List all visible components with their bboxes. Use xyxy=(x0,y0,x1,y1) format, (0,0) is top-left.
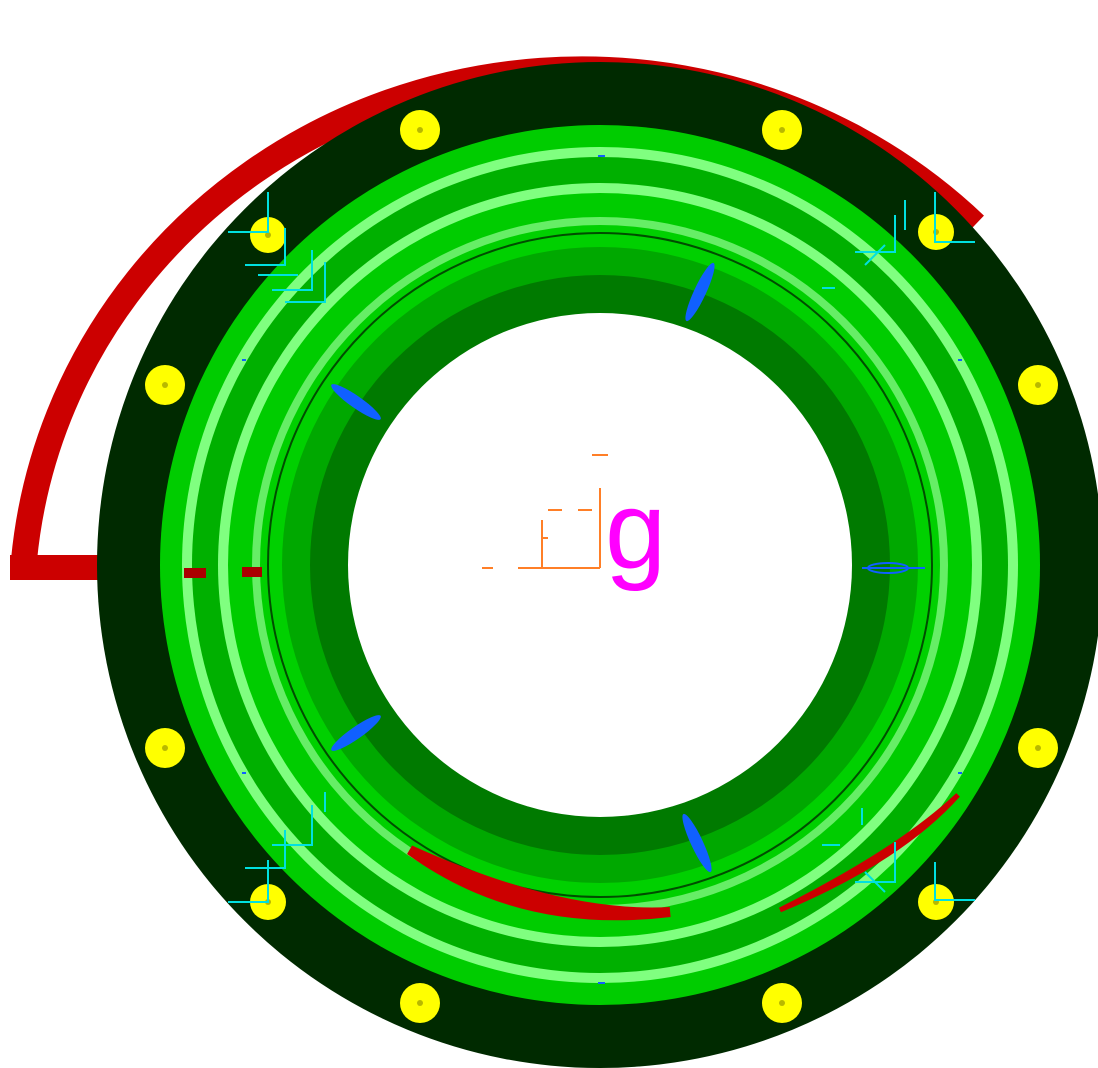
cyan-marker-top-left xyxy=(228,192,326,303)
bolt-group xyxy=(145,110,1058,1023)
blue-marker-upper-left xyxy=(331,384,381,420)
bolt xyxy=(250,217,286,253)
blue-marker-lower-left xyxy=(331,715,381,751)
red-marker-left-2 xyxy=(242,567,262,577)
red-seal-crescent-bottom xyxy=(407,845,671,921)
blue-marker-right xyxy=(862,562,925,574)
diagram-label: g xyxy=(605,469,666,592)
thin-dark-ring xyxy=(267,232,933,898)
blue-marker-bottom xyxy=(682,813,712,873)
bolt xyxy=(762,110,802,150)
cyan-marker-bottom-left xyxy=(228,792,326,903)
bolt xyxy=(145,365,185,405)
cyan-marker-bottom-right xyxy=(822,808,975,901)
bolt xyxy=(400,983,440,1023)
bolt xyxy=(1018,365,1058,405)
cyan-marker-top-right xyxy=(822,192,975,289)
red-marker-left-1 xyxy=(184,568,206,578)
orange-dimension-markers xyxy=(482,454,608,569)
bolt xyxy=(145,728,185,768)
blue-marker-top xyxy=(685,262,715,322)
bolt xyxy=(762,983,802,1023)
bolt xyxy=(400,110,440,150)
ring-tick-marks xyxy=(242,155,962,984)
red-seal-crescent-right xyxy=(778,793,960,913)
red-pipe-foot xyxy=(10,555,100,580)
bolt xyxy=(1018,728,1058,768)
